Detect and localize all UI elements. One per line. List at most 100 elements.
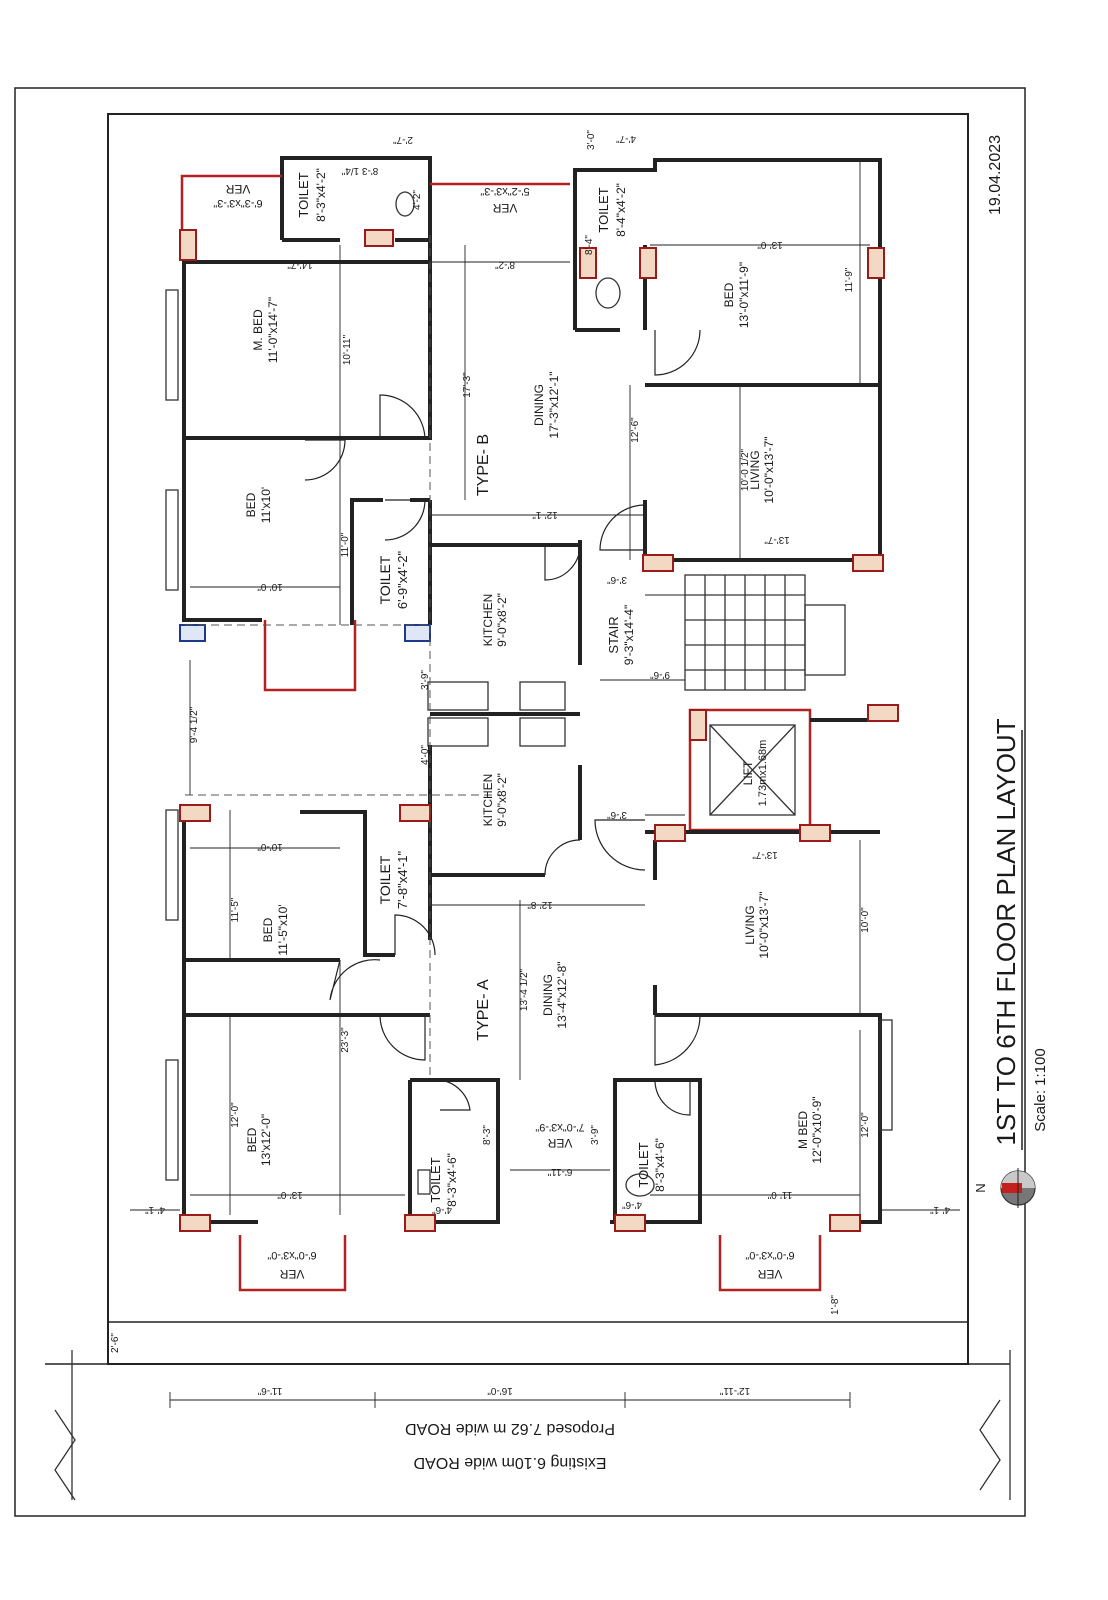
room-name-bed-al: BED [245,1127,259,1152]
room-size-bed-br: 13'-0"x11'-9" [737,262,751,328]
dim-text: 11'-0" [340,532,351,557]
room-name-living-b: LIVING [748,450,762,489]
road-existing-label: Existing 6.10m wide ROAD [414,1454,607,1471]
wc-icon [625,1173,655,1197]
room-name-dining-b: DINING [532,384,546,426]
room-name-lift: LIFT [741,760,755,785]
room-size-lift: 1.73mx1.68m [757,740,769,807]
dim-text: 8'-3 1/4" [341,165,378,176]
wc-icon [395,191,415,217]
room-name-ver-tl: VER [225,182,250,196]
room-labels: VER 6'-3"x3'-3" TOILET 8'-3"x4'-2" VER 5… [213,168,824,1281]
dim-text: 6'-11" [547,1166,572,1177]
dim-text: 4'-7" [616,133,636,144]
dim-text: 13'-4 1/2" [519,968,530,1011]
room-name-mbed-b: M. BED [251,309,265,351]
room-name-toilet-tl: TOILET [296,172,311,217]
room-name-toilet-b: TOILET [377,555,393,604]
dim-text: 12'-1" [532,509,558,520]
dim-text: 11'-0" [767,1189,792,1200]
dim-text: 13'-0" [277,1189,303,1200]
room-size-mbed-b: 11'-0"x14'-7" [266,297,280,363]
type-a-label: TYPE- A [475,979,492,1041]
dim-text: 12'-6" [630,417,641,443]
dim-text: 3'-6" [607,574,627,585]
dim-text: 4'-1" [930,1204,950,1215]
title-block: 1ST TO 6TH FLOOR PLAN LAYOUT Scale: 1:10… [973,135,1049,1208]
room-name-ver-ar: VER [757,1267,782,1281]
dimension-lines [130,160,960,1215]
dim-text: 23'-3" [340,1027,351,1053]
sheet-date: 19.04.2023 [987,135,1004,215]
room-name-stair: STAIR [606,616,621,653]
north-label: N [973,1183,988,1192]
dim-text: 4'-1" [145,1204,165,1215]
road-dim-2: 16'-0" [487,1385,513,1396]
dim-text: 12'-0" [230,1102,241,1128]
room-name-ver-tc: VER [492,201,517,215]
room-size-toilet-b: 6'-9"x4'-2" [395,550,410,609]
road-dim-3: 12'-11" [719,1385,750,1396]
north-arrow-icon [1000,1168,1036,1208]
doors [304,329,701,1116]
room-name-ver-al: VER [279,1267,304,1281]
room-size-ver-tl: 6'-3"x3'-3" [213,197,262,209]
room-size-kitchen-a: 9'-0"x8'-2" [495,773,509,827]
dim-text: 3'-9" [590,1125,601,1145]
dim-text: 2'-6" [110,1333,121,1353]
wc-icon [595,277,621,309]
room-size-toilet-a: 7'-8"x4'-1" [395,850,410,909]
verandas [180,174,822,1292]
dim-text: 3'-6" [607,809,627,820]
room-size-bed-al: 13'x12'-0" [259,1114,273,1166]
sheet-scale: Scale: 1:100 [1032,1048,1049,1131]
room-name-living-a: LIVING [743,905,757,944]
dim-text: 13'-0" [757,239,783,250]
wc-fixtures [395,191,655,1197]
room-name-kitchen-a: KITCHEN [481,774,495,827]
room-size-living-a: 10'-0"x13'-7" [757,891,771,958]
dim-text: 12'-8" [527,899,553,910]
room-size-ver-tc: 5'-2"x3'-3" [480,185,529,197]
dim-text: 13'-7" [752,849,778,860]
dim-text: 3'-9" [420,670,431,690]
dim-text: 8'-2" [495,259,515,270]
dim-text: 4'-6" [622,1199,642,1210]
dim-text: 9'-4 1/2" [189,706,200,743]
dim-text: 10'-0 1/2" [740,448,751,491]
dim-text: 17'-3" [462,372,473,398]
room-name-toilet-a: TOILET [377,855,393,904]
type-b-label: TYPE- B [475,434,492,496]
dim-text: 10'-0" [860,907,871,933]
dim-text: 10'-0" [257,841,283,852]
dim-text: 11'-9" [844,267,855,292]
room-size-dining-b: 17'-3"x12'-1" [547,371,561,438]
walls [182,156,882,1224]
room-size-kitchen-b: 9'-0"x8'-2" [495,593,509,647]
room-name-mbed-a: M BED [796,1111,810,1149]
dim-text: 2'-7" [393,134,413,145]
room-size-ver-ac: 7'-0"x3'-9" [535,1121,584,1133]
room-name-bed-br: BED [722,282,736,307]
room-name-kitchen-b: KITCHEN [481,594,495,647]
room-size-mbed-a: 12'-0"x10'-9" [810,1096,824,1163]
outer-frame [14,87,1026,1517]
dim-text: 4'-6" [432,1204,452,1215]
room-size-bed-b: 11'x10' [259,487,273,523]
windows [165,289,893,1181]
dim-text: 9'-6" [650,669,670,680]
room-size-toilet-al: 8'-3"x4'-6" [445,1153,459,1207]
sheet-title: 1ST TO 6TH FLOOR PLAN LAYOUT [991,718,1021,1145]
dim-text: 1'-8" [830,1295,841,1315]
room-name-dining-a: DINING [541,974,555,1016]
room-size-ver-al: 6'-0"x3'-0" [267,1249,316,1261]
plot-boundary [107,113,969,1365]
road-proposed-label: Proposed 7.62 m wide ROAD [405,1420,615,1437]
room-name-ver-ac: VER [547,1136,572,1150]
dim-text: 14'-7" [287,259,313,270]
dim-text: 11'-5" [230,897,241,922]
road: 11'-6" 16'-0" 12'-11" Proposed 7.62 m wi… [45,1350,1011,1501]
dim-text: 3'-0" [586,130,597,150]
room-size-bed-a: 11'-5"x10' [276,904,290,955]
